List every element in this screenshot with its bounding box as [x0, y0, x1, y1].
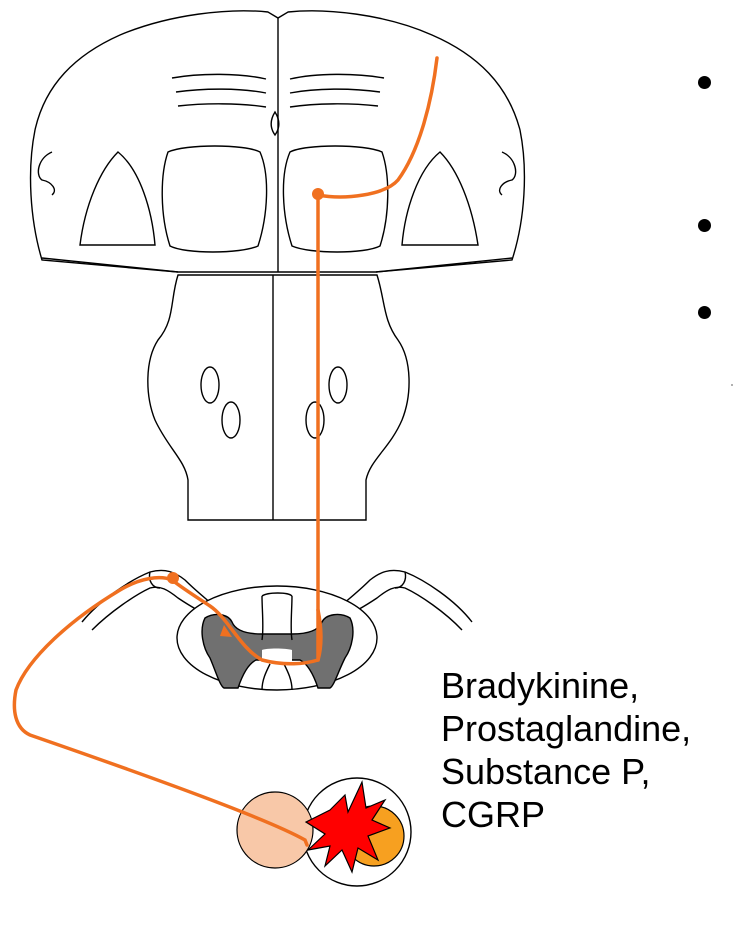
mediator-prostaglandine: Prostaglandine,	[441, 707, 731, 750]
bullet-1	[698, 76, 711, 89]
mediator-list: Bradykinine, Prostaglandine, Substance P…	[441, 664, 731, 836]
thalamic-neuron	[312, 188, 324, 200]
ganglion-cell-body	[167, 572, 179, 584]
brainstem-upper	[31, 11, 525, 272]
peripheral-site	[237, 778, 411, 886]
right-peduncle	[283, 146, 387, 252]
mediator-cgrp: CGRP	[441, 793, 731, 836]
pain-pathway	[14, 58, 437, 845]
bullet-2	[698, 219, 711, 232]
bullet-3	[698, 306, 711, 319]
mediator-bradykinine: Bradykinine,	[441, 664, 731, 707]
speck	[731, 384, 733, 386]
nociceptor-ending	[237, 792, 313, 868]
mediator-substance-p: Substance P,	[441, 750, 731, 793]
brainstem-lower	[148, 275, 409, 520]
spinal-cord	[82, 570, 472, 690]
left-peduncle	[162, 146, 266, 252]
